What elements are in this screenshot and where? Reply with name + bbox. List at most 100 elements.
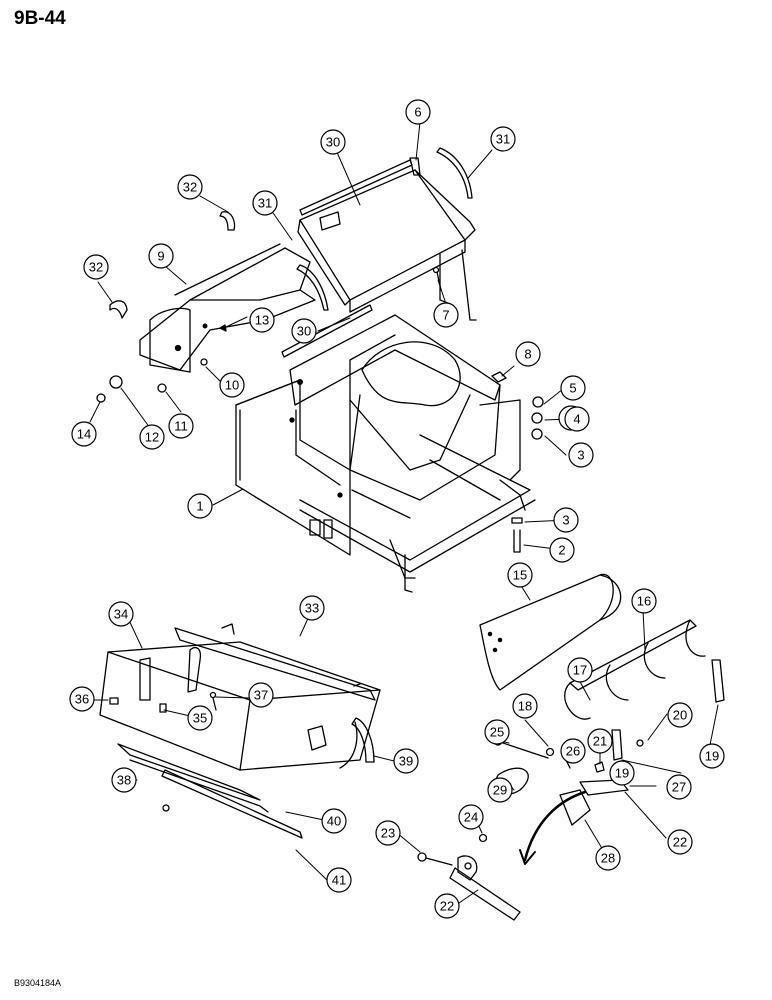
callout-circle	[320, 129, 346, 155]
callout-7: 7	[433, 302, 459, 328]
callout-label: 21	[593, 734, 607, 749]
callout-37: 37	[248, 682, 274, 708]
callout-circle	[667, 829, 693, 855]
callout-circle	[560, 738, 586, 764]
callout-label: 30	[297, 324, 311, 339]
callout-circle	[187, 493, 213, 519]
upper-hardware	[96, 266, 544, 553]
callout-circle	[321, 808, 347, 834]
callout-circle	[507, 562, 533, 588]
lower-tray-assembly	[99, 623, 381, 839]
page-number: 9B-44	[14, 8, 66, 29]
callout-circle	[609, 760, 635, 786]
callout-label: 38	[117, 773, 131, 788]
callout-circle	[299, 595, 325, 621]
callout-36: 36	[69, 686, 95, 712]
main-housing	[235, 314, 536, 593]
callout-19: 19	[699, 743, 725, 769]
callout-32: 32	[177, 174, 203, 200]
callout-label: 36	[75, 692, 89, 707]
callout-circle	[564, 406, 590, 432]
callout-label: 40	[327, 814, 341, 829]
callout-15: 15	[507, 562, 533, 588]
callout-label: 6	[414, 105, 421, 120]
callout-11: 11	[168, 413, 194, 439]
callout-circle	[108, 601, 134, 627]
callout-label: 13	[255, 313, 269, 328]
callout-circle	[490, 126, 516, 152]
callout-circle	[434, 893, 460, 919]
callout-label: 23	[381, 826, 395, 841]
callout-label: 19	[705, 749, 719, 764]
callout-circle	[553, 507, 579, 533]
callout-circle	[249, 307, 275, 333]
callout-circle	[177, 174, 203, 200]
callout-circle	[187, 705, 213, 731]
callout-26: 26	[560, 738, 586, 764]
callout-label: 3	[562, 513, 569, 528]
callout-20: 20	[667, 702, 693, 728]
callout-label: 2	[558, 543, 565, 558]
callout-circle	[587, 728, 613, 754]
callout-4: 4	[564, 406, 590, 432]
callout-circle	[568, 442, 594, 468]
callout-label: 24	[464, 810, 478, 825]
callout-label: 1	[196, 499, 203, 514]
callout-circle	[71, 421, 97, 447]
callout-circle	[375, 820, 401, 846]
callout-label: 32	[183, 180, 197, 195]
callout-circle	[487, 777, 513, 803]
callout-3: 3	[553, 507, 579, 533]
callout-circle	[248, 682, 274, 708]
callout-circle	[567, 657, 593, 683]
callout-34: 34	[108, 601, 134, 627]
callout-circle	[515, 341, 541, 367]
callout-31: 31	[252, 190, 278, 216]
callout-27: 27	[666, 774, 692, 800]
callout-circle	[326, 867, 352, 893]
callout-label: 10	[225, 378, 239, 393]
right-hood-panel	[297, 157, 477, 321]
callout-label: 11	[174, 419, 188, 434]
callout-label: 28	[601, 851, 615, 866]
callout-24: 24	[458, 804, 484, 830]
callout-label: 20	[673, 708, 687, 723]
callout-1: 1	[187, 493, 213, 519]
callout-10: 10	[219, 372, 245, 398]
callout-circle	[291, 318, 317, 344]
callout-label: 14	[77, 427, 91, 442]
callout-label: 19	[615, 766, 629, 781]
callout-8: 8	[515, 341, 541, 367]
callout-31: 31	[490, 126, 516, 152]
right-leader-lines	[396, 583, 719, 904]
callout-label: 22	[440, 899, 454, 914]
callout-label: 16	[637, 594, 651, 609]
callout-label: 41	[332, 873, 346, 888]
callout-38: 38	[111, 767, 137, 793]
callout-19: 19	[609, 760, 635, 786]
callout-label: 31	[258, 196, 272, 211]
callout-circle	[69, 686, 95, 712]
callout-circle	[549, 537, 575, 563]
callout-30: 30	[320, 129, 346, 155]
callout-18: 18	[512, 693, 538, 719]
callout-35: 35	[187, 705, 213, 731]
callout-label: 7	[442, 308, 449, 323]
callout-16: 16	[631, 588, 657, 614]
callout-label: 12	[145, 430, 159, 445]
callout-label: 34	[114, 607, 128, 622]
callout-circle	[560, 375, 586, 401]
callout-22: 22	[434, 893, 460, 919]
callout-circle	[667, 702, 693, 728]
callout-label: 26	[566, 744, 580, 759]
callout-33: 33	[299, 595, 325, 621]
callout-label: 5	[569, 381, 576, 396]
upper-leader-lines	[89, 121, 569, 551]
callout-40: 40	[321, 808, 347, 834]
callout-circle	[433, 302, 459, 328]
callout-28: 28	[595, 845, 621, 871]
callout-21: 21	[587, 728, 613, 754]
left-hood-panel	[139, 243, 316, 373]
seal-strips	[109, 147, 473, 358]
